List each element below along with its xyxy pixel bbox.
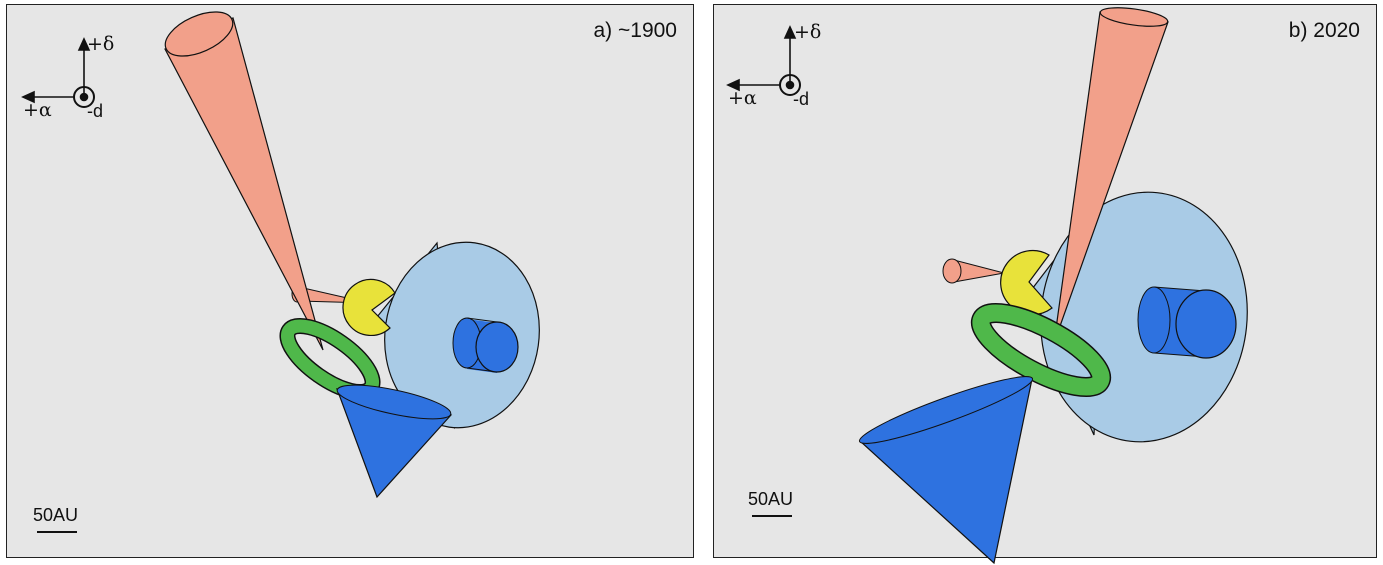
scale-label: 50AU	[33, 505, 79, 525]
yellow-pacman	[342, 278, 396, 337]
scale-label: 50AU	[748, 489, 794, 509]
axis-label-up: +δ	[794, 21, 822, 43]
axis-indicator	[726, 25, 801, 96]
axis-indicator	[21, 37, 95, 108]
panel-label: a) ~1900	[593, 19, 678, 42]
axis-label-left: +α	[728, 87, 757, 109]
panel-label: b) 2020	[1288, 19, 1360, 42]
axis-label-left: +α	[23, 99, 52, 121]
axis-label-up: +δ	[87, 33, 115, 55]
axis-label-out: -d	[87, 101, 104, 121]
dark-blue-cylinder	[1137, 286, 1237, 359]
long-salmon-cone	[164, 11, 324, 351]
green-torus	[970, 303, 1112, 397]
scale-bar	[37, 531, 77, 533]
panel-a: a) ~1900 +δ +α -d 50AU	[6, 4, 694, 558]
dark-blue-lower-cone	[336, 384, 453, 499]
panel-b: b) 2020 +δ +α -d 50AU	[713, 4, 1377, 565]
dark-blue-lower-cone	[858, 376, 1034, 565]
dark-blue-cylinder	[452, 317, 519, 373]
diagram-a	[21, 11, 540, 499]
diagram-b	[726, 7, 1248, 565]
scale-bar	[752, 515, 792, 517]
axis-label-out: -d	[793, 89, 810, 109]
small-salmon-cone	[942, 258, 1005, 284]
long-salmon-cone	[1053, 7, 1169, 344]
